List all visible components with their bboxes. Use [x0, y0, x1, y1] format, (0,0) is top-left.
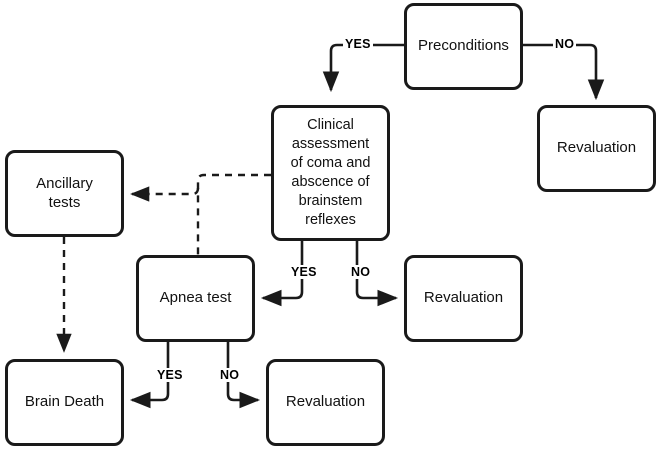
edge-clinical-yes-to-apnea [260, 241, 304, 307]
node-revaluation-bottom-label: Revaluation [285, 393, 366, 411]
node-apnea-test-label: Apnea test [159, 289, 232, 307]
node-brain-death-label: Brain Death [24, 393, 105, 411]
edge-preconditions-yes-to-clinical [322, 43, 404, 93]
node-clinical-assessment[interactable]: Clinical assessment of coma and abscence… [271, 105, 390, 241]
edge-label-clinical-no: NO [349, 265, 373, 279]
edge-clinical-dashed-to-apnea [196, 173, 271, 255]
edge-clinical-no-to-revaluation [355, 241, 399, 307]
node-ancillary-tests[interactable]: Ancillary tests [5, 150, 124, 237]
edge-apnea-no-to-revaluation [226, 342, 261, 409]
edge-preconditions-no-to-revaluation [523, 43, 605, 101]
node-brain-death[interactable]: Brain Death [5, 359, 124, 446]
edge-label-apnea-yes: YES [155, 368, 185, 382]
edge-clinical-dashed-to-ancillary [130, 186, 200, 202]
node-revaluation-top[interactable]: Revaluation [537, 105, 656, 192]
node-ancillary-tests-label: Ancillary tests [36, 174, 93, 211]
node-revaluation-bottom[interactable]: Revaluation [266, 359, 385, 446]
edge-apnea-yes-to-brain-death [129, 342, 170, 409]
node-revaluation-middle[interactable]: Revaluation [404, 255, 523, 342]
node-clinical-assessment-label: Clinical assessment of coma and abscence… [290, 116, 371, 229]
edge-label-clinical-yes: YES [289, 265, 319, 279]
node-apnea-test[interactable]: Apnea test [136, 255, 255, 342]
node-preconditions[interactable]: Preconditions [404, 3, 523, 90]
edge-label-preconditions-yes: YES [343, 37, 373, 51]
node-preconditions-label: Preconditions [418, 37, 509, 55]
node-revaluation-middle-label: Revaluation [423, 289, 504, 307]
edge-label-preconditions-no: NO [553, 37, 577, 51]
edge-label-apnea-no: NO [218, 368, 242, 382]
node-revaluation-top-label: Revaluation [556, 139, 637, 157]
